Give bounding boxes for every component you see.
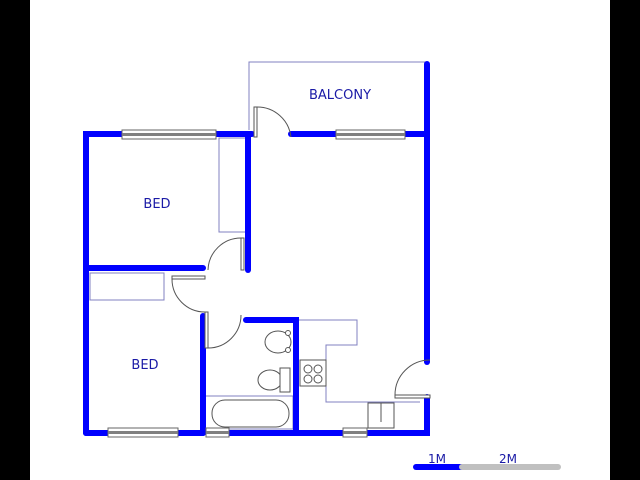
walls: [83, 61, 430, 436]
letterbox-left: [0, 0, 30, 480]
kitchen-fixtures: [299, 359, 395, 429]
bathroom-fixtures: [211, 330, 292, 428]
doors: [171, 106, 431, 399]
fixture-outlines: [89, 61, 427, 430]
floorplan-canvas: [30, 0, 610, 480]
letterbox-right: [610, 0, 640, 480]
scale-label-1m: 1M: [428, 452, 446, 466]
room-label-bed-2: BED: [131, 358, 158, 373]
scale-bar: 1M 2M: [413, 452, 561, 470]
scale-label-2m: 2M: [499, 452, 517, 466]
room-label-balcony: BALCONY: [309, 88, 371, 103]
windows: [107, 129, 406, 438]
room-label-bed-1: BED: [143, 197, 170, 212]
